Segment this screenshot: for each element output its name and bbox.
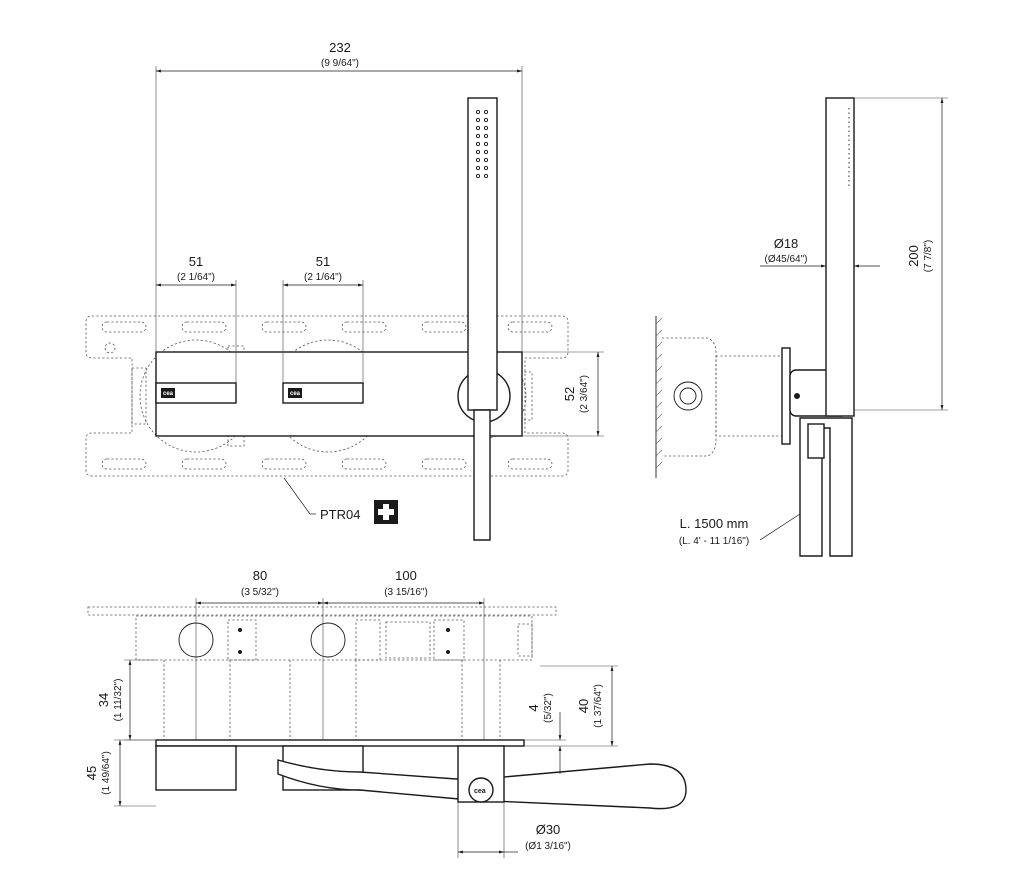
plate-slots-bottom — [101, 458, 553, 470]
top-view: cea 80 (3 5/32") 100 (3 15/16") 34 (1 11… — [84, 568, 687, 858]
right-handle-logo: cea — [290, 391, 301, 397]
dim-depth-4-inch: (5/32") — [543, 693, 554, 723]
dim-spacing-a: 80 (3 5/32") — [195, 568, 324, 740]
side-plate — [781, 347, 791, 445]
dim-handle-right-value: 51 — [316, 254, 330, 269]
dim-depth-34: 34 (1 11/32") — [96, 659, 156, 741]
dim-hose-diameter: Ø18 (Ø45/64") — [760, 236, 880, 268]
dim-depth-4: 4 (5/32") — [524, 693, 566, 774]
dim-overall-width: 232 (9 9/64") — [155, 40, 523, 352]
side-hand-shower — [825, 97, 855, 417]
spray-nozzles — [475, 109, 489, 179]
dim-handle-right-inch: (2 1/64") — [304, 272, 342, 283]
dim-hose-diameter-inch: (Ø45/64") — [764, 254, 807, 265]
dim-depth-45-inch: (1 49/64") — [101, 751, 112, 795]
top-left-handle — [155, 745, 237, 791]
dim-shower-height: 200 (7 7/8") — [854, 97, 948, 411]
valve-stems — [163, 660, 501, 740]
dim-shower-height-inch: (7 7/8") — [923, 240, 934, 272]
dim-plate-height: 52 (2 3/64") — [522, 351, 604, 437]
top-cover-plate — [155, 739, 525, 747]
dim-hose-length: L. 1500 mm (L. 4' - 11 1/16") — [679, 513, 801, 547]
dim-depth-40-value: 40 — [576, 699, 591, 713]
dim-spacing-b-inch: (3 15/16") — [384, 587, 428, 598]
dim-depth-34-value: 34 — [96, 693, 111, 707]
dim-overall-width-inch: (9 9/64") — [321, 58, 359, 69]
dim-hose-diameter-value: Ø18 — [774, 236, 799, 251]
dim-depth-34-inch: (1 11/32") — [113, 679, 124, 722]
dim-depth-40-inch: (1 37/64") — [593, 684, 604, 728]
left-handle-logo: cea — [163, 391, 174, 397]
ptr04-callout: PTR04 — [283, 477, 398, 524]
dim-depth-45-value: 45 — [84, 766, 99, 780]
dim-spacing-b-value: 100 — [395, 568, 417, 583]
dim-shower-height-value: 200 — [906, 245, 921, 267]
side-view: Ø18 (Ø45/64") 200 (7 7/8") L. 1500 mm (L… — [655, 97, 948, 557]
dim-handle-left-inch: (2 1/64") — [177, 272, 215, 283]
dim-depth-4-value: 4 — [526, 704, 541, 711]
dim-hose-length-inch: (L. 4' - 11 1/16") — [679, 536, 749, 547]
top-holder-logo: cea — [474, 788, 486, 795]
dim-plate-height-inch: (2 3/64") — [579, 375, 590, 413]
dim-depth-45: 45 (1 49/64") — [84, 739, 156, 807]
dim-plate-height-value: 52 — [562, 387, 577, 401]
wall-hatch — [655, 316, 663, 478]
dim-handle-left-value: 51 — [189, 254, 203, 269]
ptr04-label: PTR04 — [320, 507, 360, 522]
right-handle: cea — [282, 382, 364, 404]
dim-spacing-b: 100 (3 15/16") — [323, 568, 485, 740]
dim-depth-40: 40 (1 37/64") — [540, 665, 618, 747]
dim-handle-right: 51 (2 1/64") — [282, 254, 364, 383]
dim-spacing-a-value: 80 — [253, 568, 267, 583]
plus-icon — [374, 500, 398, 524]
plate-slots-top — [101, 321, 553, 333]
left-handle: cea — [155, 382, 237, 404]
hand-shower — [467, 97, 498, 541]
dim-outlet-diameter-value: Ø30 — [536, 822, 561, 837]
dim-outlet-diameter: Ø30 (Ø1 3/16") — [457, 802, 571, 858]
front-view: cea cea — [85, 40, 604, 541]
dim-spacing-a-inch: (3 5/32") — [241, 587, 279, 598]
dim-hose-length-value: L. 1500 mm — [680, 516, 749, 531]
dim-overall-width-value: 232 — [329, 40, 351, 55]
dim-outlet-diameter-inch: (Ø1 3/16") — [525, 841, 571, 852]
dim-handle-left: 51 (2 1/64") — [156, 254, 237, 383]
